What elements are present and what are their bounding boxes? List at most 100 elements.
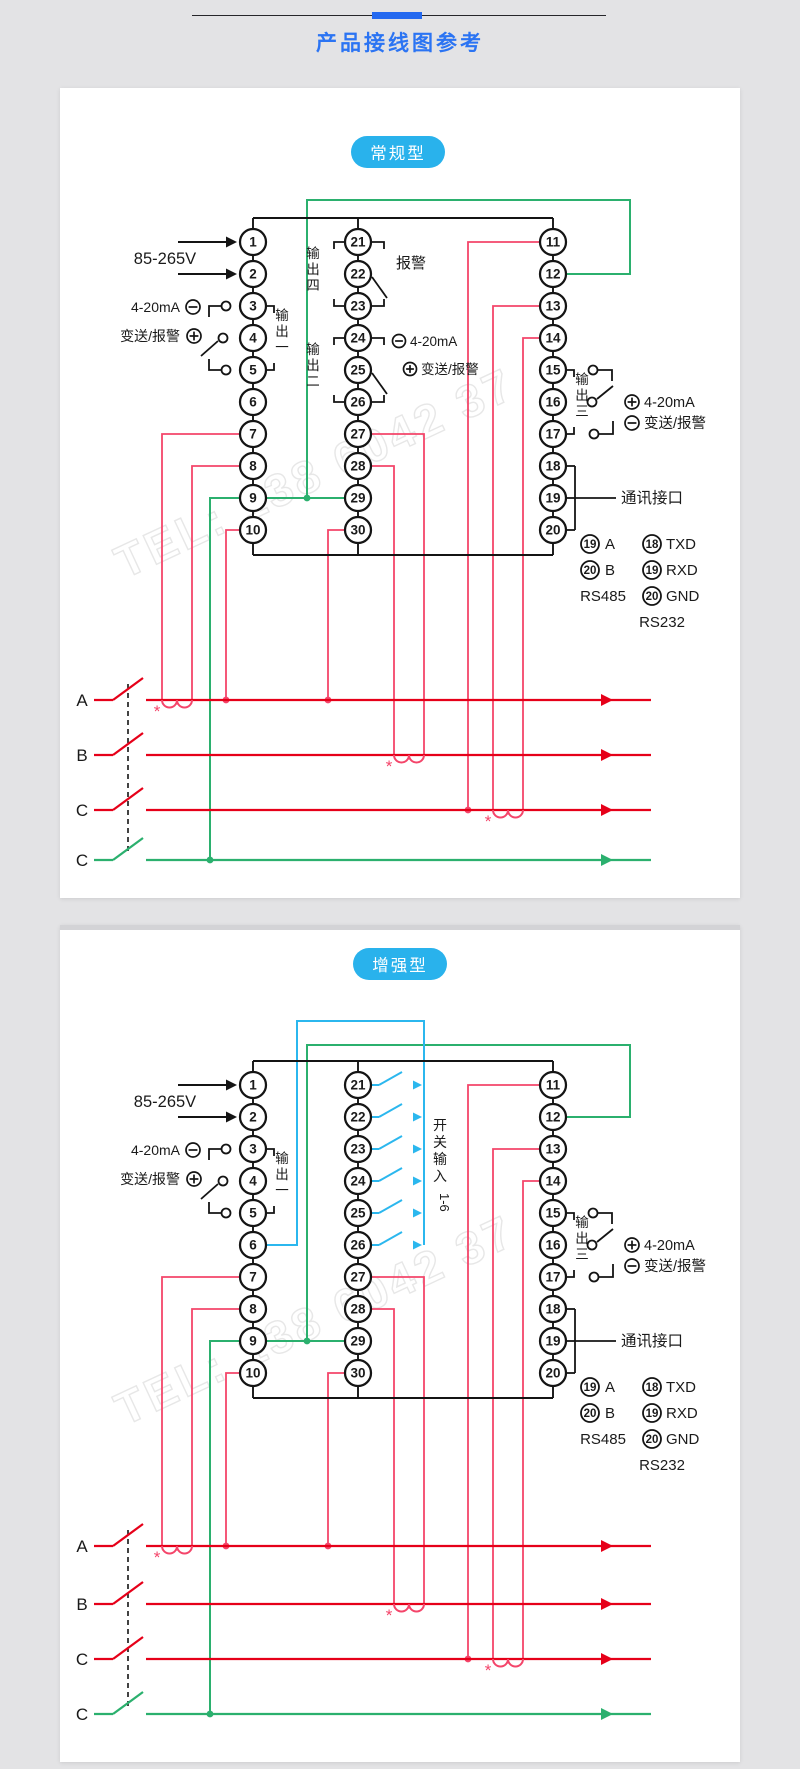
- terminal-number: 10: [245, 1366, 260, 1381]
- terminal-number: 15: [545, 1206, 561, 1221]
- terminal-19: 19: [538, 483, 568, 513]
- pin-circle: [642, 1403, 662, 1423]
- switch-input-label: 开: [433, 1117, 447, 1133]
- terminal-number: 30: [350, 523, 365, 538]
- wiring-diagram-standard: TEL: 138 6042 3785-265V4-20mA变送/报警输出一输出四…: [76, 199, 706, 870]
- terminal-18: 18: [538, 1294, 568, 1324]
- terminal-26: 26: [343, 1230, 373, 1260]
- contact: [588, 428, 600, 440]
- terminal-24: 24: [343, 323, 373, 353]
- terminal-number: 27: [350, 427, 365, 442]
- terminal-22: 22: [343, 1102, 373, 1132]
- terminal-28: 28: [343, 1294, 373, 1324]
- output2-label: 二: [306, 374, 320, 389]
- wire-t10-phaseA: [225, 529, 240, 700]
- terminal-circle: [238, 1102, 268, 1132]
- terminal-circle: [343, 323, 373, 353]
- breaker-blade: [112, 732, 144, 756]
- terminal-circle: [238, 1198, 268, 1228]
- terminal-12: 12: [538, 1102, 568, 1132]
- watermark: TEL: 138 6042 37: [106, 357, 523, 589]
- terminal-5: 5: [238, 355, 268, 385]
- breaker-blade: [112, 837, 144, 861]
- wire-t28-ctB: [371, 1308, 395, 1604]
- output1-label: 出: [275, 1167, 289, 1182]
- phase-label: C: [76, 801, 88, 820]
- terminal-circle: [538, 1230, 568, 1260]
- switch-blade: [378, 1167, 403, 1182]
- phase-a-0: A: [76, 677, 651, 710]
- terminal-number: 6: [249, 395, 257, 410]
- ct-phase-b: [393, 1603, 425, 1613]
- terminal-number: 19: [545, 491, 560, 506]
- bracket: [566, 369, 575, 377]
- switch-blade: [378, 1231, 403, 1246]
- terminal-circle: [343, 483, 373, 513]
- contact-wire: [371, 337, 385, 345]
- switch-blade: [378, 1199, 403, 1214]
- terminal-circle: [343, 355, 373, 385]
- contact: [586, 1239, 598, 1251]
- terminal-number: 21: [350, 235, 366, 250]
- terminal-circle: [343, 515, 373, 545]
- arrow-right-icon: [601, 694, 613, 706]
- terminal-number: 27: [350, 1270, 365, 1285]
- phase-label: A: [76, 1537, 88, 1556]
- terminal-number: 1: [249, 1078, 257, 1093]
- output3-label: 出: [575, 1231, 589, 1246]
- comm-port-label: 通讯接口: [621, 1332, 683, 1350]
- terminal-circle: [538, 1102, 568, 1132]
- terminal-circle: [238, 227, 268, 257]
- terminal-circle: [343, 1102, 373, 1132]
- pin-number: 20: [584, 1408, 597, 1420]
- wire-t14-ctC: [522, 1180, 540, 1659]
- switch-blade: [378, 1135, 403, 1150]
- contact-wire: [599, 421, 614, 435]
- green-wire-neutral: [209, 1340, 240, 1714]
- terminal-circle: [538, 451, 568, 481]
- terminal-circle: [238, 1294, 268, 1324]
- output1-label: 输: [275, 308, 289, 323]
- breaker-blade: [112, 1691, 144, 1715]
- wire-t7-ctA: [161, 433, 240, 700]
- terminal-number: 28: [350, 1302, 366, 1317]
- terminal-number: 30: [350, 1366, 365, 1381]
- arrow-right-icon: [601, 1653, 613, 1665]
- arrow-right-icon: [601, 1598, 613, 1610]
- output4-label: 出: [306, 262, 320, 277]
- breaker-blade: [112, 1636, 144, 1660]
- terminal-17: 17: [538, 1262, 568, 1292]
- terminal-number: 4: [249, 331, 257, 346]
- red-wiring: [161, 1084, 540, 1663]
- terminal-circle: [343, 259, 373, 289]
- watermark: TEL: 138 6042 37: [106, 1204, 523, 1436]
- phase-label: B: [76, 746, 87, 765]
- contact: [220, 364, 232, 376]
- terminal-number: 2: [249, 1110, 257, 1125]
- junction-dot: [303, 494, 311, 502]
- relay-blade: [200, 1183, 219, 1200]
- terminal-10: 10: [238, 1358, 268, 1388]
- output1-label: 输: [275, 1151, 289, 1166]
- terminal-6: 6: [238, 387, 268, 417]
- terminal-circle: [343, 1166, 373, 1196]
- terminal-number: 2: [249, 267, 257, 282]
- terminal-circle: [238, 1070, 268, 1100]
- phase-label: B: [76, 1595, 87, 1614]
- phase-b-1: B: [76, 732, 651, 765]
- pin-circle: [580, 1403, 600, 1423]
- bracket: [266, 1206, 275, 1214]
- pin-circle: [580, 560, 600, 580]
- wire-t27-ctB: [371, 1276, 425, 1604]
- terminal-circle: [538, 515, 568, 545]
- signal-label: GND: [666, 1431, 700, 1448]
- terminal-number: 20: [545, 1366, 560, 1381]
- wire-t30-phaseA: [327, 529, 345, 700]
- terminal-number: 5: [249, 363, 257, 378]
- terminal-circle: [238, 1166, 268, 1196]
- terminal-number: 8: [249, 459, 257, 474]
- switch-blade: [378, 1103, 403, 1118]
- wire-t30-phaseA: [327, 1372, 345, 1546]
